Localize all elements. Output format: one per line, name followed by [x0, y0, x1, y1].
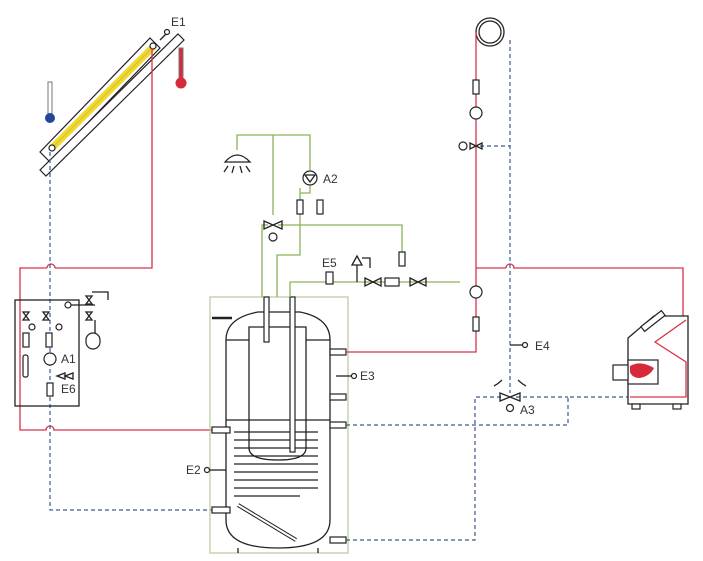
label-a3: A3	[520, 403, 535, 417]
solar-collector	[39, 28, 185, 177]
solar-return-pipe	[49, 152, 218, 511]
boiler	[612, 309, 689, 410]
shower-icon	[223, 154, 252, 174]
label-e4: E4	[535, 339, 550, 353]
label-e2: E2	[186, 463, 201, 477]
pump-icon	[43, 352, 57, 366]
label-e1: E1	[171, 15, 186, 29]
label-e3: E3	[360, 369, 375, 383]
solar-flow-pipe	[19, 48, 213, 431]
potable-water-pipes	[236, 134, 460, 297]
storage-tank	[209, 296, 349, 554]
label-a2: A2	[323, 172, 338, 186]
label-e6: E6	[61, 382, 76, 396]
label-e5: E5	[322, 256, 337, 270]
solar-coil	[234, 431, 318, 542]
mixing-valve-icon	[263, 219, 283, 231]
solar-station-box	[14, 291, 109, 407]
flame-icon	[630, 363, 654, 378]
label-a1: A1	[61, 352, 76, 366]
pump-icon	[469, 106, 483, 120]
sensor-e5-icon	[325, 271, 334, 285]
heating-circuit	[346, 17, 684, 541]
cold-thermometer-icon	[45, 81, 55, 123]
hot-thermometer-icon	[175, 47, 187, 89]
expansion-vessel-icon	[85, 332, 101, 350]
pump-icon	[469, 285, 483, 299]
